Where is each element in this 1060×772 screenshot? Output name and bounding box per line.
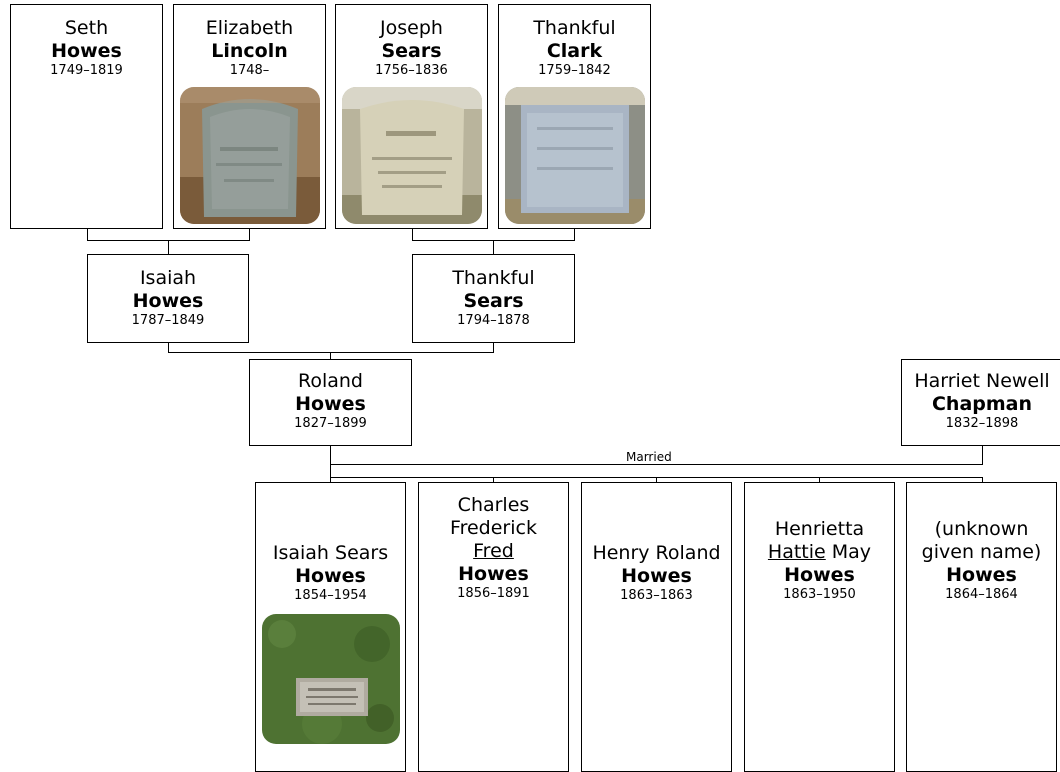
given-name: Harriet Newell <box>914 370 1050 392</box>
gravestone-photo <box>262 614 400 744</box>
life-dates: 1864–1864 <box>945 587 1018 602</box>
given-name: Frederick <box>450 517 537 539</box>
given-name: Thankful <box>533 17 616 39</box>
connector-line <box>656 477 657 482</box>
connector-line <box>330 445 331 465</box>
connector-line <box>982 477 983 482</box>
surname: Chapman <box>931 393 1033 415</box>
nickname: Fred <box>473 540 514 562</box>
surname: Howes <box>458 563 529 585</box>
person-card-isaiah-sears-howes[interactable]: Isaiah Sears Howes 1854–1954 <box>255 482 406 772</box>
connector-line <box>982 445 983 465</box>
given-name: Elizabeth <box>205 17 294 39</box>
nickname: Hattie <box>767 541 826 563</box>
given-name: Henrietta <box>774 518 865 540</box>
life-dates: 1863–1950 <box>783 587 856 602</box>
connector-line <box>330 477 331 482</box>
person-card-henry-roland-howes[interactable]: Henry Roland Howes 1863–1863 <box>581 482 732 772</box>
given-name: Thankful <box>452 267 535 289</box>
person-card-joseph-sears[interactable]: Joseph Sears 1756–1836 <box>335 4 488 229</box>
life-dates: 1748– <box>229 63 270 78</box>
connector-line <box>168 240 169 254</box>
person-card-harriet-chapman[interactable]: Harriet Newell Chapman 1832–1898 <box>901 359 1060 446</box>
life-dates: 1787–1849 <box>131 313 205 328</box>
connector-line <box>412 228 413 240</box>
person-card-charles-frederick-howes[interactable]: Charles Frederick Fred Howes 1856–1891 <box>418 482 569 772</box>
life-dates: 1749–1819 <box>50 63 123 78</box>
person-card-henrietta-howes[interactable]: Henrietta Hattie May Howes 1863–1950 <box>744 482 895 772</box>
person-card-seth-howes[interactable]: Seth Howes 1749–1819 <box>10 4 163 229</box>
person-card-isaiah-howes[interactable]: Isaiah Howes 1787–1849 <box>87 254 249 343</box>
given-name: Roland <box>298 370 363 392</box>
connector-line <box>493 342 494 352</box>
life-dates: 1794–1878 <box>457 313 530 328</box>
life-dates: 1759–1842 <box>538 63 611 78</box>
connector-line <box>249 228 250 240</box>
life-dates: 1863–1863 <box>620 588 693 603</box>
person-card-unknown-howes[interactable]: (unknown given name) Howes 1864–1864 <box>906 482 1057 772</box>
gravestone-photo <box>505 87 645 224</box>
life-dates: 1832–1898 <box>945 416 1019 431</box>
connector-line <box>493 240 494 254</box>
person-card-roland-howes[interactable]: Roland Howes 1827–1899 <box>249 359 412 446</box>
connector-line <box>168 352 494 353</box>
life-dates: 1756–1836 <box>375 63 448 78</box>
connector-line <box>493 477 494 482</box>
surname: Howes <box>295 393 366 415</box>
connector-line <box>330 464 331 478</box>
life-dates: 1854–1954 <box>294 588 367 603</box>
given-name: given name) <box>921 541 1042 563</box>
person-card-elizabeth-lincoln[interactable]: Elizabeth Lincoln 1748– <box>173 4 326 229</box>
married-label: Married <box>624 450 674 464</box>
person-card-thankful-sears[interactable]: Thankful Sears 1794–1878 <box>412 254 575 343</box>
given-name-rest: May <box>825 541 872 563</box>
surname: Howes <box>132 290 204 312</box>
given-name: Isaiah <box>139 267 197 289</box>
given-name: Joseph <box>380 17 443 39</box>
surname: Howes <box>621 565 692 587</box>
connector-line <box>819 477 820 482</box>
given-name: Henry Roland <box>592 542 721 564</box>
surname: Sears <box>381 40 442 62</box>
connector-line <box>87 228 88 240</box>
connector-line <box>168 342 169 352</box>
person-card-thankful-clark[interactable]: Thankful Clark 1759–1842 <box>498 4 651 229</box>
given-name: Seth <box>64 17 109 39</box>
surname: Howes <box>946 564 1017 586</box>
surname: Howes <box>51 40 122 62</box>
surname: Howes <box>784 564 855 586</box>
life-dates: 1827–1899 <box>294 416 367 431</box>
connector-line <box>330 352 331 359</box>
surname: Clark <box>546 40 603 62</box>
connector-line <box>574 228 575 240</box>
gravestone-photo <box>180 87 320 224</box>
life-dates: 1856–1891 <box>457 586 530 601</box>
gravestone-photo <box>342 87 482 224</box>
given-name: (unknown <box>934 518 1029 540</box>
given-name: Charles <box>457 494 530 516</box>
surname: Lincoln <box>211 40 288 62</box>
surname: Howes <box>295 565 366 587</box>
given-name: Isaiah Sears <box>272 542 389 564</box>
surname: Sears <box>463 290 524 312</box>
marriage-line <box>330 464 983 465</box>
